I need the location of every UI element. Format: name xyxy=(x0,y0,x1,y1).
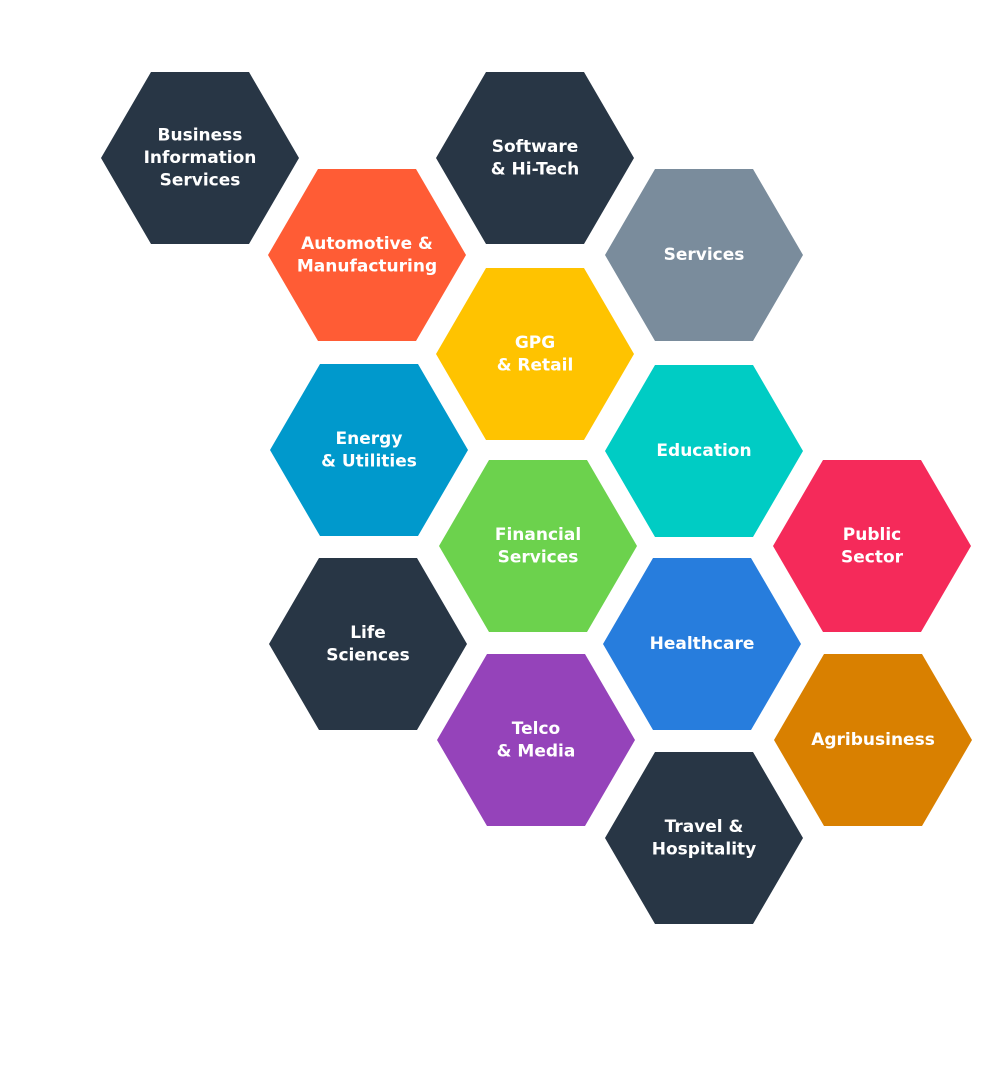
hex-tile-software-hi-tech: Software& Hi-Tech xyxy=(436,72,634,244)
hex-label-line: Services xyxy=(498,547,579,567)
hex-label-line: Public xyxy=(843,525,901,545)
hex-label-line: Healthcare xyxy=(650,634,755,654)
hexagon-shape xyxy=(101,72,299,244)
hexagon-shape xyxy=(436,72,634,244)
hex-label-line: Sector xyxy=(841,547,904,567)
hex-label-line: Financial xyxy=(495,525,581,545)
hexagon-shape xyxy=(436,268,634,440)
hex-label-line: & Hi-Tech xyxy=(491,159,579,179)
hex-label-line: Information xyxy=(144,148,257,168)
hex-label-line: Services xyxy=(160,171,241,191)
hex-tile-education: Education xyxy=(605,365,803,537)
hex-tile-agribusiness: Agribusiness xyxy=(774,654,972,826)
hex-label-line: Life xyxy=(350,623,386,643)
hex-label-line: Telco xyxy=(512,719,560,739)
hex-label-line: & Utilities xyxy=(321,451,417,471)
hex-label-line: Services xyxy=(664,245,745,265)
hexagon-shape xyxy=(774,654,972,826)
hex-label-line: Hospitality xyxy=(652,839,756,859)
hex-label-line: & Retail xyxy=(497,355,574,375)
hex-tile-healthcare: Healthcare xyxy=(603,558,801,730)
hexagon-shape xyxy=(439,460,637,632)
hex-label-line: Education xyxy=(656,441,751,461)
hex-tile-travel-hospitality: Travel &Hospitality xyxy=(605,752,803,924)
hex-label-line: Business xyxy=(158,126,243,146)
hex-label-line: Energy xyxy=(336,429,403,449)
hex-label-line: Automotive & xyxy=(301,234,433,254)
hex-label-line: Sciences xyxy=(326,645,410,665)
hex-tile-gpg-retail: GPG& Retail xyxy=(436,268,634,440)
hex-label-line: Software xyxy=(492,137,579,157)
hex-label-line: & Media xyxy=(497,741,576,761)
hex-tile-services: Services xyxy=(605,169,803,341)
hex-tile-automotive-manufacturing: Automotive &Manufacturing xyxy=(268,169,466,341)
hex-label-line: Manufacturing xyxy=(297,256,437,276)
hexagon-shape xyxy=(605,752,803,924)
hex-tile-telco-media: Telco& Media xyxy=(437,654,635,826)
hex-label-line: Travel & xyxy=(665,817,744,837)
hexagon-shape xyxy=(269,558,467,730)
hex-label-line: GPG xyxy=(515,333,555,353)
hexagon-shape xyxy=(603,558,801,730)
hexagon-shape xyxy=(437,654,635,826)
hexagon-shape xyxy=(270,364,468,536)
hexagon-shape xyxy=(268,169,466,341)
hexagon-shape xyxy=(605,365,803,537)
hex-label-line: Agribusiness xyxy=(811,730,935,750)
hexagon-shape xyxy=(605,169,803,341)
hex-tile-energy-utilities: Energy& Utilities xyxy=(270,364,468,536)
hexagon-shape xyxy=(773,460,971,632)
